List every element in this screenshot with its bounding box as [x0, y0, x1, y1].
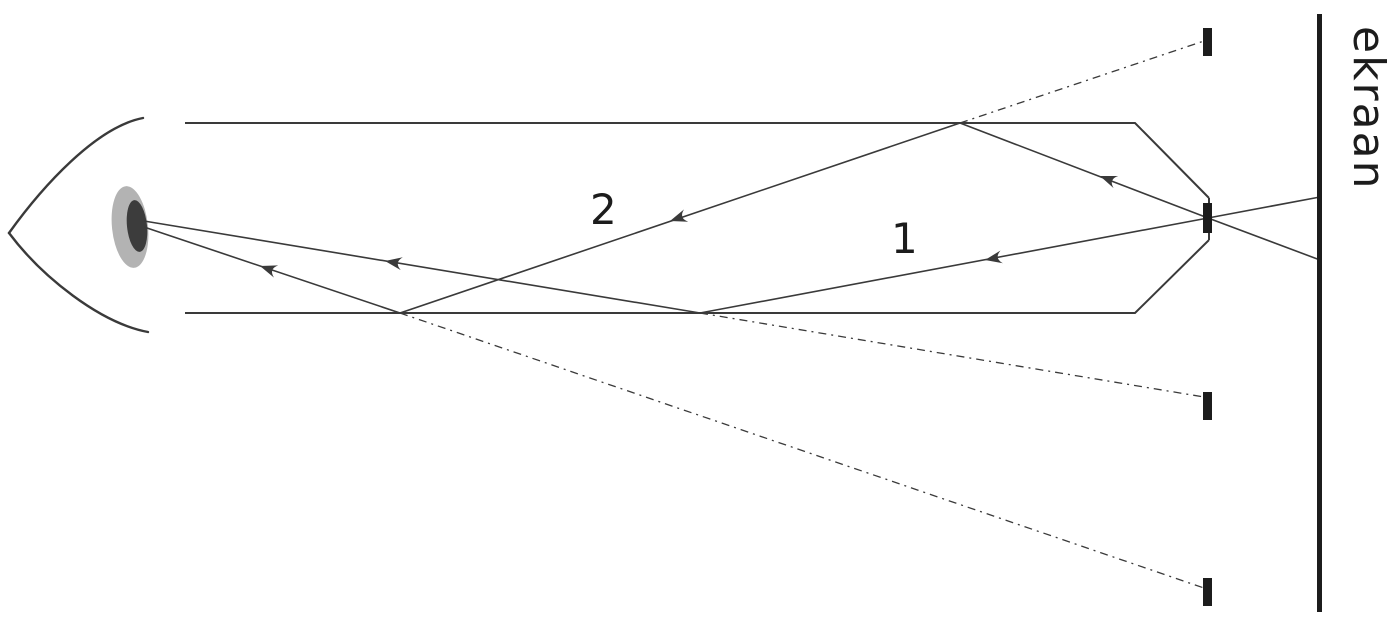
tube-top-wall [185, 122, 1210, 199]
ray-1-path [143, 196, 1321, 314]
virtual-image-line-bottom [399, 312, 1205, 589]
ray-2-arrowhead-a [1100, 175, 1119, 189]
virtual-image-mark-top [1203, 28, 1212, 56]
tube-bottom-wall [185, 239, 1210, 314]
ray-2-arrowhead-c [260, 265, 279, 278]
screen-line [1317, 14, 1322, 612]
screen-label: ekraan [1343, 26, 1394, 190]
virtual-image-mark-bottom [1203, 578, 1212, 606]
ray-1-label: 1 [891, 214, 918, 263]
slit-mark [1203, 203, 1212, 233]
ray-2-label: 2 [590, 185, 617, 234]
eye-pupil [126, 200, 148, 252]
ray-1-arrowhead-b [385, 257, 403, 271]
eye-lower-lid [7, 231, 150, 334]
eye-upper-lid [7, 116, 145, 235]
virtual-image-line-middle [699, 312, 1205, 398]
eye-icon [7, 116, 150, 334]
virtual-image-line-top [959, 40, 1205, 124]
ray-1-arrowhead-a [985, 250, 1003, 264]
ray-2-path [143, 122, 1321, 314]
virtual-image-mark-middle [1203, 392, 1212, 420]
ray-2-arrowhead-b [670, 209, 689, 222]
